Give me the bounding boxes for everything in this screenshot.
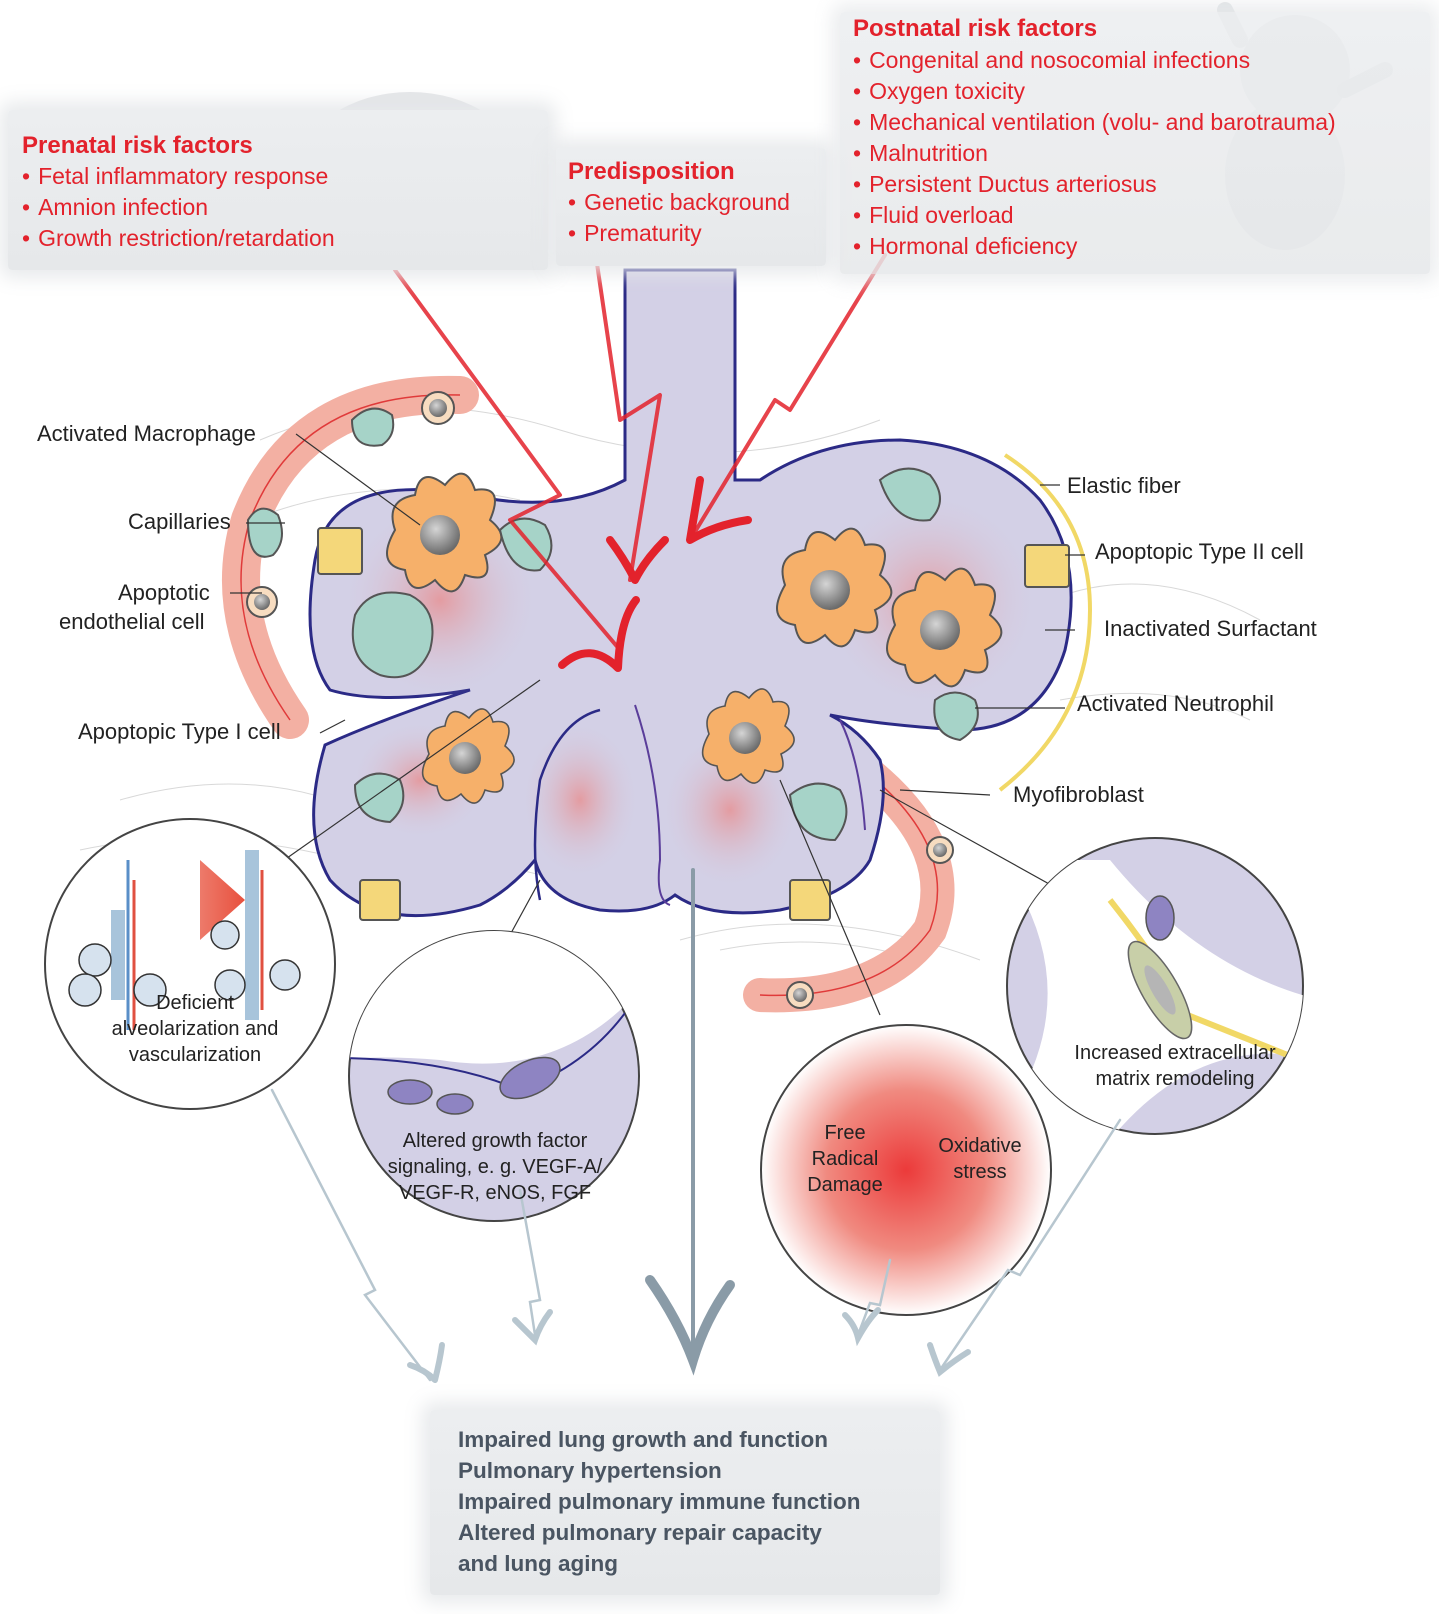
postnatal-list: Congenital and nosocomial infections Oxy… — [853, 45, 1336, 262]
outcome-item: Altered pulmonary repair capacity — [458, 1520, 822, 1545]
prenatal-item: Growth restriction/retardation — [22, 223, 335, 254]
caption-line: Oxidative — [938, 1135, 1022, 1157]
risk-arrows — [393, 248, 887, 672]
capillary-left — [222, 375, 479, 739]
inset-alveolarization-caption: Deficient alveolarization and vasculariz… — [90, 990, 300, 1068]
type2-cells — [317, 527, 1070, 921]
caption-line: Altered growth factor — [402, 1130, 588, 1152]
postnatal-item: Persistent Ductus arteriosus — [853, 169, 1336, 200]
prenatal-item: Amnion infection — [22, 192, 335, 223]
caption-line: VEGF-R, eNOS, FGF — [398, 1182, 592, 1204]
outcome-item: Impaired pulmonary immune function — [458, 1489, 861, 1514]
caption-line: Deficient — [156, 992, 234, 1014]
caption-line: matrix remodeling — [1095, 1068, 1255, 1090]
predisposition-item: Prematurity — [568, 218, 790, 249]
capillary-right — [743, 758, 955, 1013]
prenatal-item: Fetal inflammatory response — [22, 161, 335, 192]
label-activated-macrophage: Activated Macrophage — [37, 421, 256, 446]
label-inactivated-surfactant: Inactivated Surfactant — [1104, 616, 1317, 641]
outcomes-box — [430, 1410, 940, 1595]
caption-line: Increased extracellular — [1074, 1042, 1276, 1064]
caption-line: signaling, e. g. VEGF-A/ — [387, 1156, 603, 1178]
postnatal-item: Malnutrition — [853, 138, 1336, 169]
postnatal-item: Fluid overload — [853, 200, 1336, 231]
postnatal-title: Postnatal risk factors — [853, 15, 1098, 42]
label-activated-neutrophil: Activated Neutrophil — [1077, 691, 1274, 716]
elastic-fiber — [998, 453, 1093, 792]
caption-line: alveolarization and — [111, 1018, 279, 1040]
caption-line: Radical — [811, 1148, 879, 1170]
caption-line: stress — [953, 1161, 1007, 1183]
label-apoptotic-endothelial-1: Apoptotic — [118, 580, 210, 605]
label-apoptotic-endothelial-2: endothelial cell — [59, 609, 205, 634]
inset-growth-factor — [348, 930, 640, 1222]
label-apoptopic-type1: Apoptopic Type I cell — [78, 719, 281, 744]
postnatal-item: Oxygen toxicity — [853, 76, 1336, 107]
activated-neutrophils — [351, 467, 979, 842]
label-apoptopic-type2: Apoptopic Type II cell — [1095, 539, 1304, 564]
predisposition-item: Genetic background — [568, 187, 790, 218]
inset-oxidative-caption: Oxidative stress — [925, 1133, 1035, 1185]
inset-free-radical-caption: Free Radical Damage — [790, 1120, 900, 1198]
postnatal-item: Mechanical ventilation (volu- and barotr… — [853, 107, 1336, 138]
inset-alveolarization — [44, 818, 336, 1110]
prenatal-title: Prenatal risk factors — [22, 132, 253, 159]
postnatal-item: Congenital and nosocomial infections — [853, 45, 1336, 76]
label-capillaries: Capillaries — [128, 509, 231, 534]
prenatal-list: Fetal inflammatory response Amnion infec… — [22, 161, 335, 254]
postnatal-item: Hormonal deficiency — [853, 231, 1336, 262]
predisposition-title: Predisposition — [568, 158, 735, 185]
caption-line: Damage — [807, 1174, 883, 1196]
outcome-item: Impaired lung growth and function — [458, 1427, 828, 1452]
leader-lines — [230, 433, 1085, 1016]
inset-growth-factor-caption: Altered growth factor signaling, e. g. V… — [370, 1128, 620, 1206]
outcomes-list: Impaired lung growth and function Pulmon… — [458, 1424, 861, 1579]
outcome-item: and lung aging — [458, 1551, 618, 1576]
inset-ecm — [1006, 837, 1304, 1135]
outcome-arrows — [270, 868, 1122, 1383]
label-elastic-fiber: Elastic fiber — [1067, 473, 1181, 498]
caption-line: vascularization — [128, 1044, 262, 1066]
caption-line: Free — [824, 1122, 866, 1144]
predisposition-list: Genetic background Prematurity — [568, 187, 790, 249]
outcome-item: Pulmonary hypertension — [458, 1458, 722, 1483]
label-myofibroblast: Myofibroblast — [1013, 782, 1144, 807]
inset-ecm-caption: Increased extracellular matrix remodelin… — [1050, 1040, 1300, 1092]
inset-free-radical — [760, 1024, 1052, 1316]
